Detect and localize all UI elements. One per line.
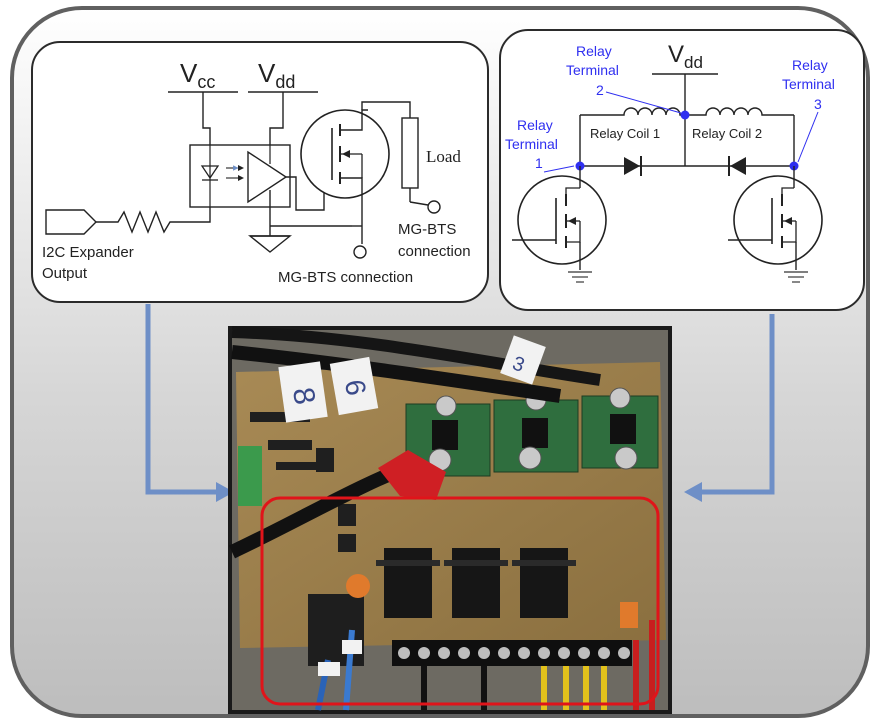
- cable-tag-left: [278, 361, 328, 423]
- heatsink-2: [452, 548, 500, 618]
- black-cable-2: [231, 326, 601, 386]
- input-label-line2: Output: [42, 265, 88, 282]
- svg-text:Terminal: Terminal: [505, 136, 558, 152]
- arrow-left: [145, 304, 218, 495]
- relay-block: [308, 594, 364, 666]
- terminal-1-label: Relay Terminal 1: [505, 117, 558, 171]
- svg-text:Terminal: Terminal: [782, 76, 835, 92]
- relay-coil-1: [580, 107, 685, 116]
- right-circuit-panel: Vdd Relay Coil 1 Relay Coil 2 Relay Term…: [499, 29, 865, 311]
- mosfet-right-2: [733, 175, 823, 265]
- svg-text:Relay: Relay: [792, 57, 828, 73]
- optocoupler-box: [189, 144, 291, 208]
- vcc-label: Vcc: [180, 58, 215, 92]
- highlight-box: [260, 496, 660, 706]
- black-cable-1: [231, 345, 562, 403]
- load-label: Load: [426, 147, 461, 166]
- vdd-label-left: Vdd: [258, 58, 295, 92]
- cable-tag-middle: [329, 356, 379, 416]
- red-tape: [378, 450, 446, 500]
- screw-terminal-strip: [392, 640, 632, 666]
- arrow-right: [700, 314, 775, 495]
- cable-tag-right: [500, 335, 546, 385]
- ground-symbol-right-1: [568, 271, 592, 283]
- svg-text:1: 1: [535, 155, 543, 171]
- svg-text:2: 2: [596, 82, 604, 98]
- cable-tag-middle-text: 6: [339, 377, 372, 398]
- mg-bts-right-line1: MG-BTS: [398, 221, 456, 238]
- mg-bts-terminal-right: [427, 200, 441, 214]
- heatsink-3: [520, 548, 568, 618]
- green-terminal-block: [238, 446, 262, 506]
- input-connector: [45, 209, 97, 235]
- terminal-2-label: Relay Terminal 2: [566, 43, 619, 98]
- ground-symbol-right-2: [784, 271, 808, 283]
- diode-right: [730, 157, 746, 175]
- svg-text:3: 3: [814, 96, 822, 112]
- mosfet-right-1: [517, 175, 607, 265]
- heatsink-1: [384, 548, 432, 618]
- cable-tag-left-text: 8: [286, 385, 321, 407]
- svg-text:Relay: Relay: [517, 117, 553, 133]
- load-resistor: [401, 117, 419, 189]
- vdd-label-right: Vdd: [668, 41, 703, 72]
- svg-text:Terminal: Terminal: [566, 62, 619, 78]
- buffer-triangle: [247, 150, 288, 204]
- input-label-line1: I2C Expander: [42, 244, 134, 261]
- mg-bts-terminal-bottom: [353, 245, 367, 259]
- coil2-label: Relay Coil 2: [692, 126, 762, 141]
- left-circuit-panel: Vcc Vdd I2C Expander Output: [31, 41, 489, 303]
- mg-bts-bottom-label: MG-BTS connection: [278, 269, 413, 286]
- svg-text:Relay: Relay: [576, 43, 612, 59]
- coil1-label: Relay Coil 1: [590, 126, 660, 141]
- led-symbol: [200, 165, 220, 180]
- connector-arrows: [145, 304, 775, 502]
- relay-coil-2: [685, 107, 794, 116]
- mg-bts-right-line2: connection: [398, 243, 471, 260]
- input-resistor: [96, 207, 211, 234]
- hardware-photo: 8 6 3: [228, 326, 672, 714]
- terminal-dot-2: [680, 110, 690, 120]
- diode-left: [624, 157, 640, 175]
- terminal-3-label: Relay Terminal 3: [782, 57, 835, 112]
